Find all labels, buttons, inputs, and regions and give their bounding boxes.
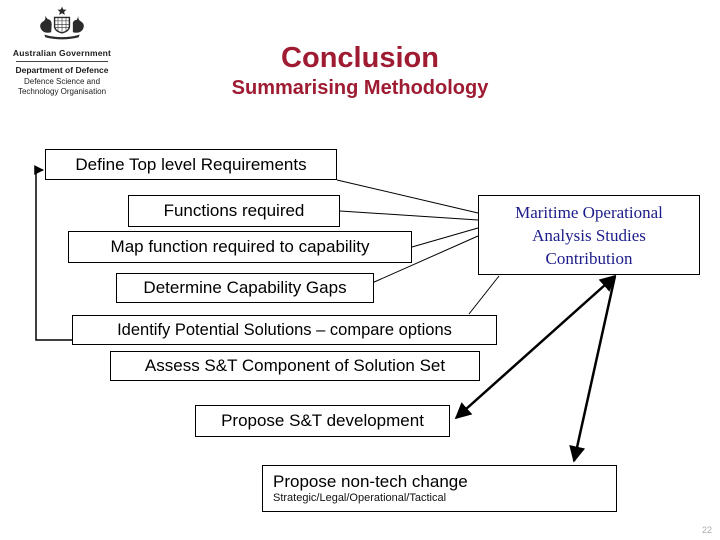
line-functions-to-maritime	[339, 210, 479, 221]
slide-title: Conclusion	[281, 42, 439, 74]
logo-department-label: Department of Defence	[15, 65, 109, 75]
page-number: 22	[701, 525, 712, 535]
logo-org-line2: Technology Organisation	[17, 87, 107, 96]
logo-org-line1: Defence Science and	[23, 77, 101, 86]
line-define-to-maritime	[336, 179, 479, 214]
dsto-logo: Australian Government Department of Defe…	[10, 6, 114, 97]
arrow-maritime-propose-st	[454, 274, 617, 420]
nontech-change-label: Propose non-tech change	[273, 472, 468, 491]
flow-box-propose-st-development: Propose S&T development	[195, 405, 450, 437]
feedback-arrow	[34, 165, 73, 341]
line-identify-to-maritime	[468, 275, 500, 315]
flow-box-identify-solutions: Identify Potential Solutions – compare o…	[72, 315, 497, 345]
flow-box-propose-nontech-change: Propose non-tech change Strategic/Legal/…	[262, 465, 617, 512]
flow-box-functions-required: Functions required	[128, 195, 340, 227]
logo-divider	[16, 61, 108, 62]
logo-government-label: Australian Government	[12, 48, 112, 58]
flow-box-map-function-capability: Map function required to capability	[68, 231, 412, 263]
line-determine-to-maritime	[371, 235, 479, 284]
flow-box-assess-st-component: Assess S&T Component of Solution Set	[110, 351, 480, 381]
arrow-maritime-nontech	[569, 275, 617, 463]
nontech-change-sublabel: Strategic/Legal/Operational/Tactical	[273, 492, 447, 504]
line-map-to-maritime	[411, 227, 479, 248]
slide-subtitle: Summarising Methodology	[231, 77, 489, 99]
coat-of-arms-icon	[40, 6, 84, 40]
flow-box-determine-gaps: Determine Capability Gaps	[116, 273, 374, 303]
flow-box-define-requirements: Define Top level Requirements	[45, 149, 337, 180]
maritime-contribution-box: Maritime Operational Analysis Studies Co…	[478, 195, 700, 275]
